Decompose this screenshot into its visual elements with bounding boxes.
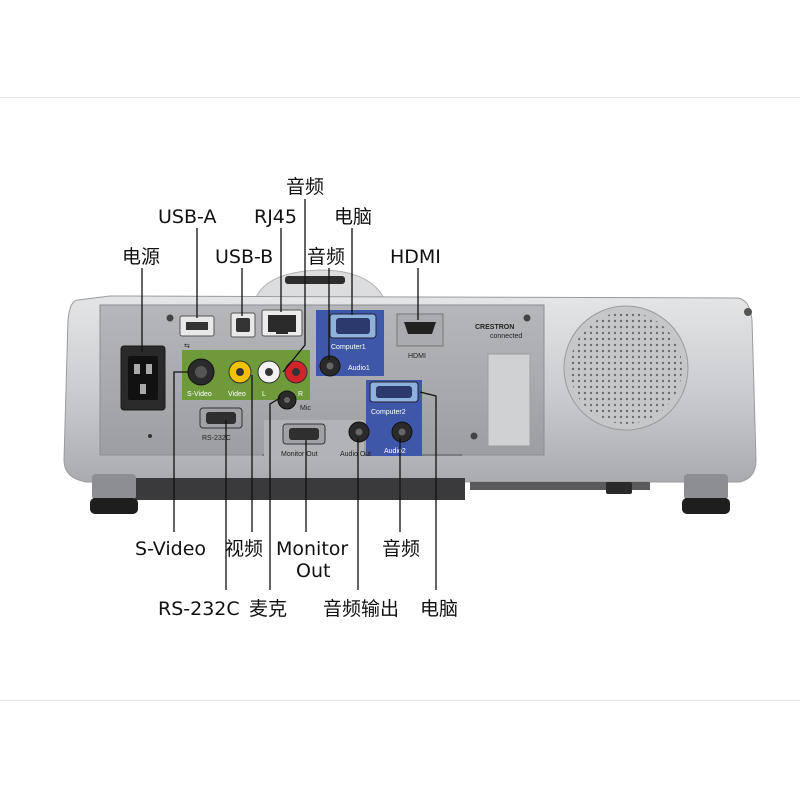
label-usb-b: USB-B <box>215 246 273 268</box>
right-panel-text: R <box>298 391 303 398</box>
bottom-labels: S-Video 视频 Monitor Out 音频 RS-232C 麦克 音频输… <box>135 538 458 620</box>
cover-plate <box>487 353 531 447</box>
top-divider <box>0 97 800 98</box>
rs232c-panel-text: RS-232C <box>202 435 231 442</box>
mic-panel-text: Mic <box>300 405 311 412</box>
svg-text:connected: connected <box>490 333 522 340</box>
label-monitor-out-1: Monitor <box>276 538 348 560</box>
label-audio-out: 音频输出 <box>323 598 399 620</box>
monitor-out-panel-text: Monitor Out <box>281 451 318 458</box>
svg-text:CRESTRON: CRESTRON <box>475 324 514 331</box>
computer2-panel-text: Computer2 <box>371 409 406 416</box>
speaker-grille <box>563 305 689 431</box>
computer1-area: Computer1 Audio1 <box>316 310 384 377</box>
audio2-panel-text: Audio2 <box>384 448 406 455</box>
label-s-video: S-Video <box>135 538 206 560</box>
video-panel-text: Video <box>228 391 246 398</box>
label-hdmi: HDMI <box>390 246 441 268</box>
rs232c-port: RS-232C <box>199 407 243 442</box>
power-socket <box>120 345 166 411</box>
label-usb-a: USB-A <box>158 206 216 228</box>
usb-a-port: ⇆ <box>179 315 215 350</box>
label-power: 电源 <box>122 246 160 268</box>
s-video-panel-text: S-Video <box>187 391 212 398</box>
hdmi-panel-text: HDMI <box>408 353 426 360</box>
top-labels: 电源 USB-A USB-B RJ45 音频 音频 电脑 HDMI <box>122 176 441 268</box>
left-panel-text: L <box>262 391 266 398</box>
label-computer-top: 电脑 <box>334 206 372 228</box>
audio-out-panel-text: Audio Out <box>340 451 371 458</box>
label-audio-right: 音频 <box>382 538 420 560</box>
computer1-panel-text: Computer1 <box>331 344 366 351</box>
audio1-panel-text: Audio1 <box>348 365 370 372</box>
rj45-port <box>261 309 303 337</box>
output-area: Monitor Out Audio Out <box>264 420 371 458</box>
label-audio-mid: 音频 <box>307 246 345 268</box>
crestron-logo: CRESTRON connected <box>475 324 522 340</box>
label-audio-top: 音频 <box>286 176 324 198</box>
leader-lines <box>141 199 437 590</box>
label-monitor-out-2: Out <box>296 560 330 582</box>
label-rs232c: RS-232C <box>158 598 240 620</box>
label-computer-bottom: 电脑 <box>420 598 458 620</box>
mic-port: Mic <box>277 390 311 412</box>
label-video: 视频 <box>225 538 263 560</box>
label-rj45: RJ45 <box>254 206 297 228</box>
hdmi-port: HDMI <box>396 313 444 360</box>
bottom-divider <box>0 700 800 701</box>
computer2-area: Computer2 Audio2 <box>366 380 422 456</box>
usb-b-port <box>230 312 256 338</box>
label-mic: 麦克 <box>249 598 287 620</box>
svg-text:⇆: ⇆ <box>184 343 190 350</box>
